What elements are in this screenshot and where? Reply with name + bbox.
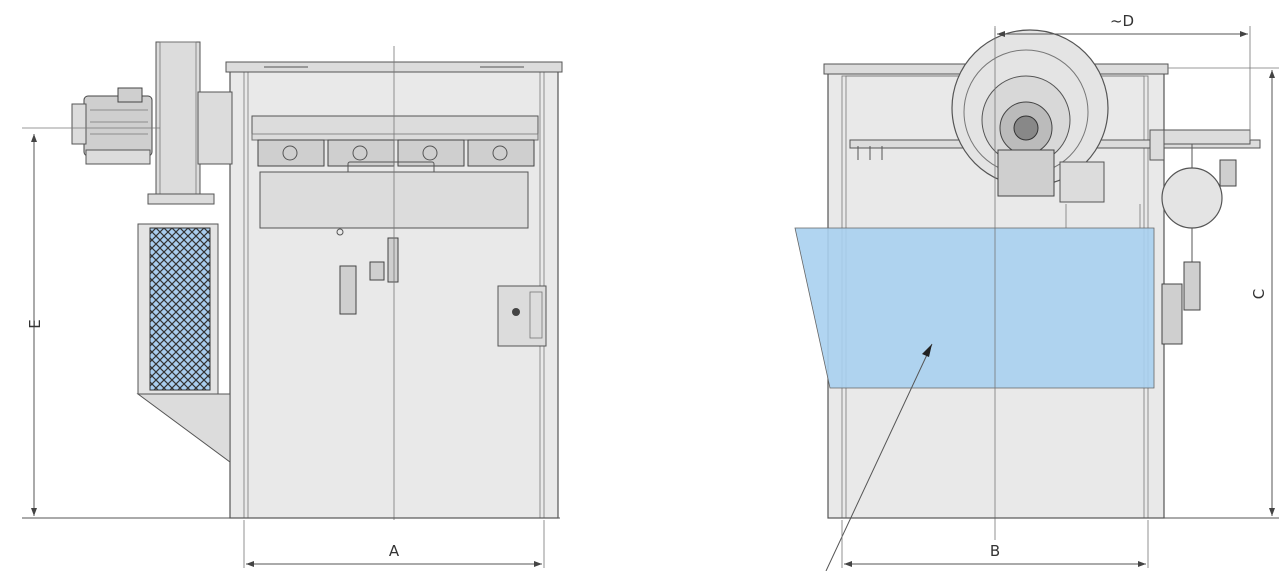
filter-cartridge bbox=[137, 223, 219, 395]
front-view: E A bbox=[22, 41, 563, 568]
valve-bays bbox=[257, 139, 535, 167]
front-manifold bbox=[251, 115, 539, 141]
side-air-tank bbox=[1149, 129, 1251, 345]
fan-assembly bbox=[147, 41, 233, 205]
dimension-b: B bbox=[841, 520, 1149, 568]
dimension-d: ~D bbox=[994, 12, 1251, 140]
dim-e-label: E bbox=[26, 319, 44, 328]
dim-a-label: A bbox=[389, 542, 400, 560]
dim-c-label: C bbox=[1250, 289, 1268, 299]
dimension-e: E bbox=[22, 127, 160, 516]
dimension-a: A bbox=[243, 520, 545, 568]
hopper bbox=[136, 393, 231, 463]
air-regulator bbox=[336, 228, 399, 315]
side-fan-scroll bbox=[951, 29, 1109, 203]
dim-d-label: ~D bbox=[1110, 12, 1134, 30]
pointer-arrow bbox=[825, 343, 933, 571]
control-box bbox=[497, 285, 547, 347]
side-view: ~D C B bbox=[794, 12, 1279, 571]
highlight-region bbox=[794, 227, 1155, 389]
dimension-c: C bbox=[1168, 67, 1279, 516]
dim-b-label: B bbox=[990, 542, 1000, 560]
fan-motor bbox=[71, 87, 153, 165]
